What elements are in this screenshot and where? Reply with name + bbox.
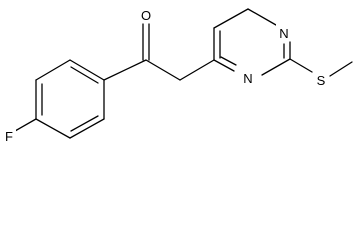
ring-bond [247,8,277,26]
ring-bond [69,118,105,139]
chemical-structure: O F N N S [2,6,353,144]
atom-fluorine: F [2,127,16,144]
ring-bond [69,59,105,81]
atom-nitrogen-top: N [276,24,292,41]
ring-bond [213,59,235,72]
atom-sulfur: S [313,71,329,88]
ring-bond [213,8,249,29]
carbon-fluorine-bond [14,118,37,132]
sulfur-label: S [317,73,326,88]
fluorophenyl-ring [35,59,105,139]
ring-bond [35,59,71,81]
ring-double-bond [220,56,237,66]
atom-nitrogen-bottom: N [240,69,256,86]
methylene-pyrimidine-bond [179,59,215,81]
carbon-sulfur-bond [289,58,313,73]
pyrimidine-ring [213,8,291,76]
ring-double-bond [70,66,99,84]
carbonyl-methylene-bond [145,59,181,81]
nitrogen-top-label: N [279,26,288,41]
aryl-carbonyl-bond [103,59,147,81]
fluorine-label: F [5,129,13,144]
ring-double-bond [70,115,99,132]
atom-oxygen: O [138,6,154,23]
sulfur-methyl-bond [329,61,353,77]
oxygen-label: O [141,8,151,23]
nitrogen-bottom-label: N [243,71,252,86]
ring-bond [261,58,291,76]
ring-bond [35,118,71,139]
